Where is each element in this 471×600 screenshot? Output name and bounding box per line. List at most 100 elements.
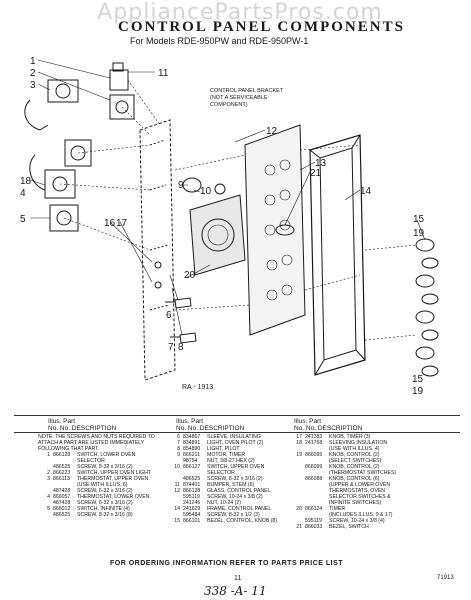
part-description: (THERMOSTAT SWITCHES) — [329, 470, 397, 476]
part-description: SCREW, 8-32 x 3/16 (2) — [77, 464, 133, 470]
part-description: SWITCH, LOWER OVEN — [77, 452, 136, 458]
part-description: SCREW, 6-32 x 3/16 (2) — [77, 488, 133, 494]
part-no: 866101 — [183, 518, 201, 524]
table-row: (USE WITH ILLUS. 6) — [38, 482, 174, 488]
table-row: 595119 SCREW, 10-24 x 3/8 (2) — [168, 494, 292, 500]
illus-no: 20 — [296, 506, 302, 512]
part-description: (USE WITH ILLUS. 6) — [77, 482, 128, 488]
handwritten-note: 338 -A- 11 — [204, 584, 267, 598]
part-description: SCREW, 8-32 x 3/16 (2) — [207, 476, 263, 482]
page-number: 11 — [234, 575, 242, 582]
callout-16: 16 — [104, 218, 116, 229]
part-description: SCREW, 8-32 x 1/2 (3) — [207, 512, 260, 518]
ordering-info: FOR ORDERING INFORMATION REFER TO PARTS … — [110, 560, 344, 567]
table-row: INFINITE SWITCHES) — [290, 500, 440, 506]
table-row: SELECTOR — [38, 458, 174, 464]
part-description: NUT, 10-24 (2) — [207, 500, 242, 506]
part-no: 241629 — [183, 506, 201, 512]
illus-no: 19 — [296, 452, 302, 458]
part-description: KNOB, TIMER (3) — [329, 434, 371, 440]
bracket-note-line-1: CONTROL PANEL BRACKET — [210, 88, 284, 94]
part-description: SELECTOR — [77, 458, 105, 464]
upper-oven-thermostat — [47, 79, 79, 103]
part-no: 487428 — [53, 488, 71, 494]
table-row: (SELECT SWITCHES) — [290, 458, 440, 464]
part-description: KNOB, CONTROL (6) — [329, 476, 380, 482]
table-row: (THERMOSTAT SWITCHES) — [290, 470, 440, 476]
illus-no: 9 — [177, 452, 180, 458]
part-description: SCREW, 10-24 x 3/8 (4) — [329, 518, 385, 524]
upper-oven-light-switch — [109, 69, 129, 91]
illus-no — [38, 512, 53, 518]
part-description: SELECTOR — [207, 470, 235, 476]
part-description: KNOB, CONTROL (2) — [329, 464, 380, 470]
oven-pilot-light — [174, 297, 192, 309]
part-description: SCREW, 6-32 x 3/16 (2) — [77, 500, 133, 506]
illus-no: 8 — [177, 446, 180, 452]
table-row: THERMOSTATS, OVEN — [290, 488, 440, 494]
illus-no: 3 — [47, 476, 50, 482]
illus-no: 17 — [296, 434, 302, 440]
table-top-rule — [14, 415, 460, 416]
illus-no: 5 — [47, 506, 50, 512]
part-no: 595119 — [183, 494, 200, 500]
part-description: SWITCH, INFINITE (4) — [77, 506, 130, 512]
callout-19-lower: 19 — [412, 386, 424, 395]
part-description: (INCLUDES ILLUS. 9 & 17) — [329, 512, 393, 518]
callout-14: 14 — [360, 186, 372, 197]
illus-no: 6 — [177, 434, 180, 440]
parts-note: NOTE: THE SCREWS AND NUTS REQUIRED TO AT… — [38, 434, 155, 452]
part-description: (SELECT SWITCHES) — [329, 458, 382, 464]
parts-column-1: NOTE: THE SCREWS AND NUTS REQUIRED TO AT… — [38, 434, 174, 518]
callout-8: 8 — [178, 342, 184, 353]
part-no: 866033 — [305, 524, 323, 530]
part-description: (UPPER & LOWER OVEN — [329, 482, 391, 488]
illus-no: 14 — [174, 506, 180, 512]
part-no: 241768 — [305, 440, 323, 446]
exploded-parts-diagram: 1 2 3 11 12 13 21 14 15 19 18 4 9 10 5 2… — [20, 56, 439, 395]
document-code: 71913 — [437, 575, 454, 581]
part-description: FRAME, CONTROL PANEL — [207, 506, 272, 512]
bracket-note-line-2: (NOT A SERVICEABLE — [210, 95, 268, 101]
part-no: 486525 — [183, 476, 201, 482]
part-description: INFINITE SWITCHES) — [329, 500, 382, 506]
part-description: SELECTOR SWITCHES & — [329, 494, 391, 500]
illus-no: 7 — [177, 440, 180, 446]
callout-1: 1 — [30, 56, 36, 67]
page-title: CONTROL PANEL COMPONENTS — [118, 19, 405, 35]
illus-no: 1 — [47, 452, 50, 458]
illus-no: 4 — [47, 494, 50, 500]
part-no: 866088 — [305, 476, 323, 482]
infinite-switch — [64, 139, 92, 167]
part-no: 866127 — [183, 464, 201, 470]
table-row: 866088 KNOB, CONTROL (6) — [290, 476, 440, 482]
part-no: 834867 — [183, 434, 201, 440]
part-no: 866113 — [53, 476, 70, 482]
part-description: SCREW, 10-24 x 3/8 (2) — [207, 494, 263, 500]
part-description: GLASS, CONTROL PANEL — [207, 488, 271, 494]
callout-12: 12 — [266, 126, 278, 137]
timer — [189, 194, 246, 276]
part-no: 866128 — [183, 488, 201, 494]
table-row: (UPPER & LOWER OVEN — [290, 482, 440, 488]
part-description: LIGHT, PILOT — [207, 446, 240, 452]
lower-oven-selector-switch — [109, 94, 135, 120]
part-no: 241246 — [183, 500, 201, 506]
bracket-note-line-3: COMPONENT) — [210, 102, 248, 108]
